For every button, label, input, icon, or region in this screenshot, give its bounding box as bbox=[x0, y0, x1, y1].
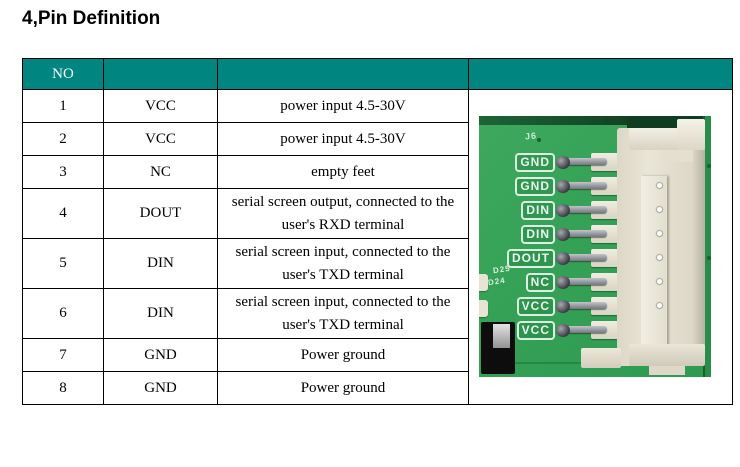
pin-definition-table: NO 1 VCC power input 4.5-30V J6 bbox=[22, 58, 733, 405]
silkscreen-label-gnd: GND bbox=[515, 153, 555, 172]
pcb-via bbox=[707, 256, 711, 260]
pin-tip-dot bbox=[657, 183, 662, 188]
connector-top-tab bbox=[663, 150, 693, 162]
connector-bottom-stub bbox=[581, 348, 621, 368]
connector-ref-label: J6 bbox=[524, 130, 538, 142]
header-cell-desc bbox=[217, 58, 469, 90]
solder-pin bbox=[567, 254, 607, 261]
silkscreen-label-d24: D24 bbox=[487, 275, 507, 288]
connector-inner-strip bbox=[641, 176, 667, 348]
solder-pin-head bbox=[556, 204, 570, 217]
cell-no: 6 bbox=[22, 288, 104, 339]
pin-tip-dot bbox=[657, 303, 662, 308]
pcb-via bbox=[537, 138, 541, 142]
silkscreen-label-vcc: VCC bbox=[516, 297, 555, 316]
solder-pin bbox=[567, 182, 607, 189]
pin-tip-dot bbox=[657, 231, 662, 236]
pcb-via bbox=[707, 164, 711, 168]
silkscreen-label-vcc: VCC bbox=[516, 321, 555, 340]
pcb-photo: J6 bbox=[479, 116, 711, 377]
solder-pin-head bbox=[556, 276, 570, 289]
solder-pin-head bbox=[556, 180, 570, 193]
table-row: 4 DOUT serial screen output, connected t… bbox=[22, 188, 733, 239]
table-row: 1 VCC power input 4.5-30V J6 bbox=[22, 89, 733, 405]
cell-desc: power input 4.5-30V bbox=[217, 122, 469, 156]
cell-desc: serial screen input, connected to the us… bbox=[217, 288, 469, 339]
cell-no: 5 bbox=[22, 238, 104, 289]
pcb-dark-top-band bbox=[479, 116, 711, 125]
cell-desc: serial screen output, connected to the u… bbox=[217, 188, 469, 239]
cell-desc: empty feet bbox=[217, 155, 469, 189]
solder-pin-head bbox=[556, 228, 570, 241]
pin-tip-dot bbox=[657, 207, 662, 212]
pcb-trace bbox=[515, 362, 635, 364]
cell-name: DIN bbox=[103, 288, 218, 339]
black-component-cap bbox=[493, 324, 510, 348]
cell-no: 1 bbox=[22, 89, 104, 123]
edge-component bbox=[479, 274, 488, 291]
cell-no: 7 bbox=[22, 338, 104, 372]
solder-pin bbox=[567, 158, 607, 165]
connector-top-arm-end bbox=[677, 119, 705, 150]
cell-name: VCC bbox=[103, 89, 218, 123]
cell-no: 3 bbox=[22, 155, 104, 189]
cell-name: GND bbox=[103, 371, 218, 405]
edge-component bbox=[479, 300, 488, 317]
header-cell-no: NO bbox=[22, 58, 104, 90]
cell-name: DIN bbox=[103, 238, 218, 289]
header-cell-image bbox=[468, 58, 733, 90]
silkscreen-label-din: DIN bbox=[521, 225, 555, 244]
table-row: 6 DIN serial screen input, connected to … bbox=[22, 288, 733, 339]
pin-tip-dot bbox=[657, 279, 662, 284]
table-header-row: NO bbox=[22, 58, 733, 90]
connector-bottom-tab bbox=[649, 366, 685, 375]
cell-desc: serial screen input, connected to the us… bbox=[217, 238, 469, 289]
cell-no: 4 bbox=[22, 188, 104, 239]
solder-pin bbox=[567, 206, 607, 213]
table-row: 2 VCC power input 4.5-30V bbox=[22, 122, 733, 156]
table-row: 7 GND Power ground bbox=[22, 338, 733, 372]
table-row: 3 NC empty feet bbox=[22, 155, 733, 189]
cell-desc: Power ground bbox=[217, 371, 469, 405]
header-cell-name bbox=[103, 58, 218, 90]
cell-no: 8 bbox=[22, 371, 104, 405]
solder-pin bbox=[567, 326, 607, 333]
pin-tip-dot bbox=[657, 255, 662, 260]
solder-pin bbox=[567, 278, 607, 285]
cell-no: 2 bbox=[22, 122, 104, 156]
cell-name: VCC bbox=[103, 122, 218, 156]
silkscreen-label-dout: DOUT bbox=[507, 249, 555, 268]
solder-pin-head bbox=[556, 156, 570, 169]
silkscreen-label-nc: NC bbox=[525, 273, 555, 292]
silkscreen-label-din: DIN bbox=[521, 201, 555, 220]
pcb-photo-cell: J6 bbox=[468, 89, 733, 405]
cell-desc: power input 4.5-30V bbox=[217, 89, 469, 123]
solder-pin-head bbox=[556, 252, 570, 265]
solder-pin bbox=[567, 230, 607, 237]
solder-pin bbox=[567, 302, 607, 309]
silkscreen-label-gnd: GND bbox=[515, 177, 555, 196]
page-title: 4,Pin Definition bbox=[22, 8, 161, 29]
connector-bottom-arm bbox=[629, 344, 705, 366]
cell-desc: Power ground bbox=[217, 338, 469, 372]
cell-name: DOUT bbox=[103, 188, 218, 239]
table-row: 8 GND Power ground bbox=[22, 371, 733, 405]
cell-name: GND bbox=[103, 338, 218, 372]
cell-name: NC bbox=[103, 155, 218, 189]
solder-pin-head bbox=[556, 324, 570, 337]
solder-pin-head bbox=[556, 300, 570, 313]
